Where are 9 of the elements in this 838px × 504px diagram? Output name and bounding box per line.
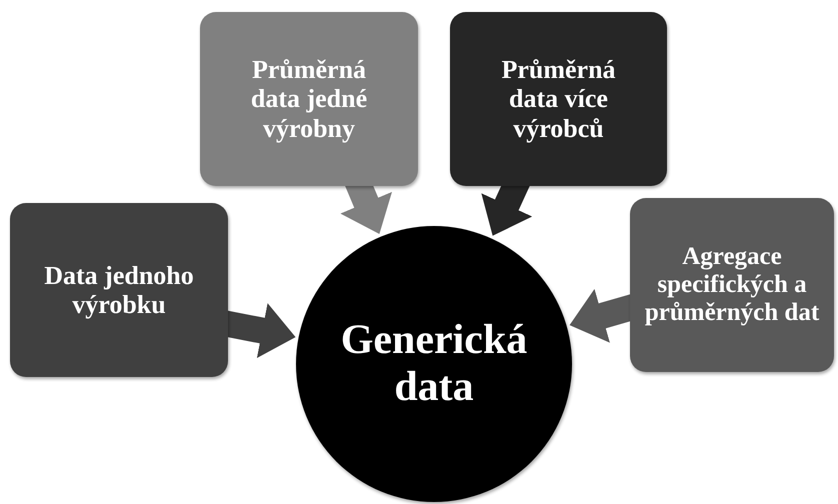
rounded-box [200, 12, 418, 186]
node-label: Generická data [340, 316, 528, 412]
node-label: Průměrná data více výrobců [500, 55, 617, 143]
node-label: Data jednoho výrobku [43, 260, 195, 320]
rounded-box [630, 198, 834, 372]
node-label: Agregace specifických a průměrných dat [644, 243, 820, 327]
rounded-box [450, 12, 667, 186]
rounded-box [10, 203, 228, 377]
node-label: Průměrná data jedné výrobny [250, 55, 368, 143]
